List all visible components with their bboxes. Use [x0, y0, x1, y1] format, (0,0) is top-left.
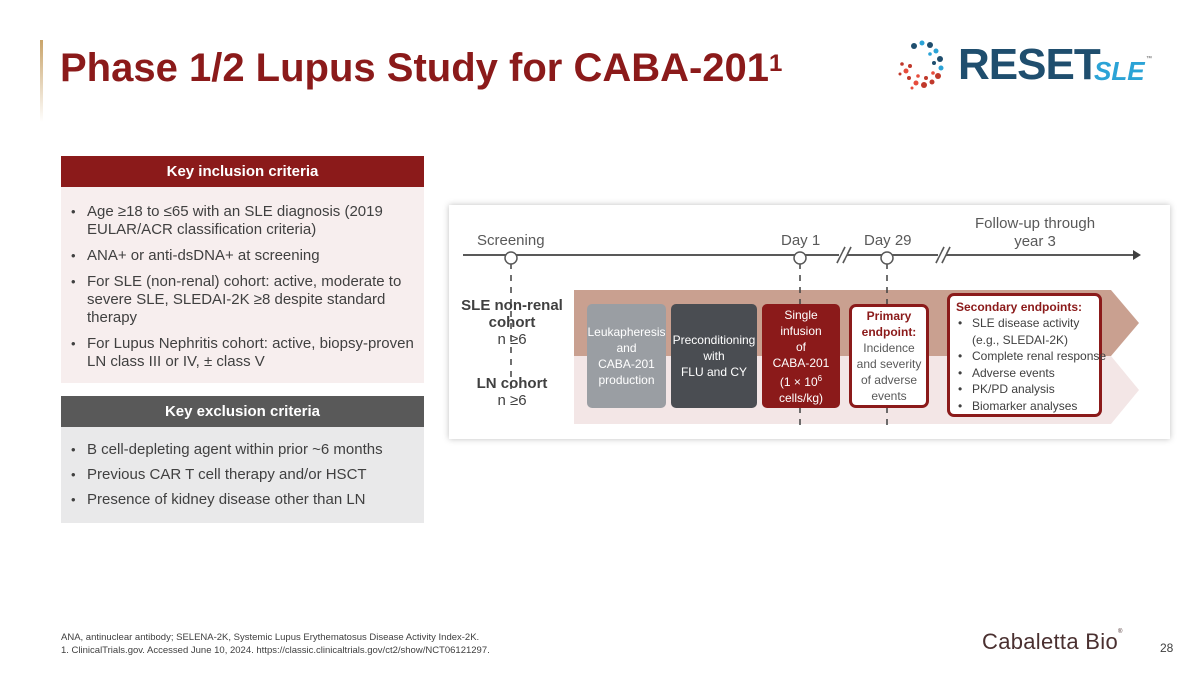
exclusion-criteria-panel: B cell-depleting agent within prior ~6 m… [61, 427, 424, 523]
inclusion-criteria-header: Key inclusion criteria [61, 156, 424, 187]
title-footnote-ref: 1 [769, 49, 783, 77]
exclusion-criteria-list: B cell-depleting agent within prior ~6 m… [61, 427, 424, 509]
secondary-endpoint-item: SLE disease activity [956, 315, 1095, 332]
primary-text-4: events [871, 389, 907, 403]
sle-cohort-name-1: SLE non-renal [461, 297, 563, 314]
title-accent-bar [40, 40, 43, 122]
company-name: Cabaletta Bio [982, 629, 1118, 654]
inclusion-criteria-panel: Age ≥18 to ≤65 with an SLE diagnosis (20… [61, 187, 424, 383]
secondary-endpoint-item: PK/PD analysis [956, 381, 1095, 398]
screening-milestone [504, 251, 518, 265]
followup-label-line2: year 3 [1014, 233, 1056, 250]
secondary-endpoint-item: Complete renal response [956, 348, 1106, 365]
inclusion-item: ANA+ or anti-dsDNA+ at screening [71, 247, 418, 265]
secondary-endpoint-item-cont: (e.g., SLEDAI-2K) [972, 332, 1069, 347]
study-design-diagram: Screening Day 1 Day 29 Follow-up through… [449, 205, 1170, 439]
page-title: Phase 1/2 Lupus Study for CABA-2011 [60, 46, 782, 91]
exclusion-item: Previous CAR T cell therapy and/or HSCT [71, 466, 418, 484]
prec-text-2: with [703, 349, 725, 363]
primary-text-1: Incidence [863, 341, 915, 355]
sle-cohort-label: SLE non-renal cohort n ≥6 [457, 297, 567, 348]
logo-sle-text: SLE [1094, 56, 1145, 86]
inclusion-item: For SLE (non-renal) cohort: active, mode… [71, 273, 418, 327]
leuk-text-1: Leukapheresis [587, 325, 666, 339]
primary-text-2: and severity [856, 357, 922, 371]
sle-cohort-size: n ≥6 [497, 331, 527, 348]
sle-cohort-name-2: cohort [488, 314, 536, 331]
exclusion-criteria-header: Key exclusion criteria [61, 396, 424, 427]
exclusion-item: B cell-depleting agent within prior ~6 m… [71, 441, 418, 459]
day29-milestone [880, 251, 894, 265]
leuk-text-3: CABA-201 [598, 357, 655, 371]
inf-text-unit: cells/kg) [778, 390, 823, 405]
prec-text-3: FLU and CY [680, 365, 747, 379]
leukapheresis-step: Leukapheresis and CABA-201 production [587, 304, 666, 408]
leuk-text-4: production [598, 373, 655, 387]
secondary-endpoint-item: Biomarker analyses [956, 398, 1095, 415]
followup-label: Follow-up through year 3 [975, 215, 1095, 251]
day1-milestone [793, 251, 807, 265]
footnote-reference: 1. ClinicalTrials.gov. Accessed June 10,… [61, 645, 490, 656]
secondary-endpoints-list: SLE disease activity (e.g., SLEDAI-2K) C… [956, 315, 1106, 415]
inclusion-item: For Lupus Nephritis cohort: active, biop… [71, 335, 418, 371]
timeline-arrowhead [1133, 250, 1141, 260]
logo-reset-text: RESET [958, 40, 1101, 89]
inclusion-criteria-list: Age ≥18 to ≤65 with an SLE diagnosis (20… [61, 187, 424, 371]
page-number: 28 [1160, 641, 1174, 655]
primary-endpoint-box: Primary endpoint: Incidence and severity… [849, 304, 929, 408]
company-registered-mark: ® [1118, 629, 1123, 635]
day1-label: Day 1 [781, 232, 821, 249]
leuk-text-2: and [616, 341, 637, 355]
inf-dose-exponent: 6 [817, 373, 823, 383]
inf-text-1: Single infusion [780, 307, 822, 338]
secondary-endpoints-title: Secondary endpoints: [956, 300, 1083, 314]
footnote: ANA, antinuclear antibody; SELENA-2K, Sy… [61, 631, 490, 657]
inf-dose: (1 × 106 [762, 371, 840, 390]
primary-title-2: endpoint: [861, 325, 917, 339]
prec-text-1: Preconditioning [672, 333, 756, 347]
ln-cohort-name: LN cohort [476, 375, 548, 392]
inf-text-3: CABA-201 [772, 355, 830, 370]
primary-text-3: of adverse [860, 373, 918, 387]
infusion-step: Single infusion of CABA-201 (1 × 106 cel… [762, 304, 840, 408]
ln-cohort-label: LN cohort n ≥6 [457, 375, 567, 409]
primary-title-1: Primary [866, 309, 912, 323]
inf-text-2: of [795, 339, 806, 354]
footnote-abbreviations: ANA, antinuclear antibody; SELENA-2K, Sy… [61, 632, 480, 643]
ln-cohort-size: n ≥6 [497, 392, 527, 409]
reset-logo-icon [898, 40, 944, 90]
inclusion-item: Age ≥18 to ≤65 with an SLE diagnosis (20… [71, 203, 418, 239]
secondary-endpoints-box: Secondary endpoints: SLE disease activit… [947, 293, 1106, 417]
inf-dose-base: (1 × 10 [779, 374, 818, 389]
secondary-endpoint-item: Adverse events [956, 365, 1095, 382]
screening-label: Screening [477, 232, 545, 249]
cabaletta-bio-logo: Cabaletta Bio® [982, 629, 1123, 655]
day29-label: Day 29 [864, 232, 912, 249]
page-title-text: Phase 1/2 Lupus Study for CABA-201 [60, 46, 770, 90]
followup-label-line1: Follow-up through [975, 215, 1096, 232]
exclusion-item: Presence of kidney disease other than LN [71, 491, 418, 509]
preconditioning-step: Preconditioning with FLU and CY [671, 304, 757, 408]
reset-sle-logo: RESET SLE ™ [896, 36, 1156, 96]
logo-trademark: ™ [1146, 56, 1152, 62]
